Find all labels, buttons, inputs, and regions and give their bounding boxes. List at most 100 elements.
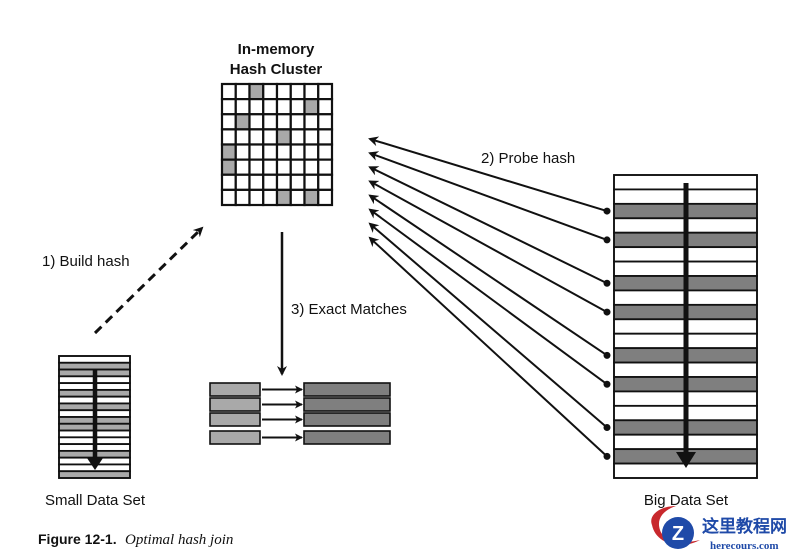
probe-origin-dot: [603, 380, 611, 388]
hash-cell-filled: [303, 98, 320, 116]
hash-cell-filled: [220, 143, 237, 161]
hash-cell: [303, 128, 320, 146]
hash-cell-filled: [275, 188, 292, 207]
probe-arrow: [368, 236, 608, 458]
hash-cell: [275, 98, 292, 116]
small-set-row: [58, 361, 131, 371]
hash-cell-filled: [303, 188, 320, 207]
hash-cell: [275, 113, 292, 131]
hash-cell: [220, 188, 237, 207]
hash-cell: [303, 113, 320, 131]
hash-cell-filled: [234, 113, 251, 131]
probe-origin-dot: [603, 351, 611, 359]
hash-cell: [234, 158, 251, 176]
hash-cell: [289, 128, 306, 146]
probe-origin-dot: [603, 424, 611, 431]
hash-cell: [317, 143, 334, 161]
figure-caption: Figure 12-1. Optimal hash join: [38, 531, 233, 548]
watermark-letter: Z: [672, 523, 684, 545]
match-right-row: [303, 412, 391, 427]
hash-cell: [248, 128, 265, 146]
hash-cell: [262, 113, 279, 131]
hash-cell: [303, 143, 320, 161]
hash-cell: [248, 113, 265, 131]
match-right-row: [303, 382, 391, 397]
hash-cell: [220, 173, 237, 191]
hash-cell: [234, 98, 251, 116]
hash-cell: [289, 158, 306, 176]
small-set-border: [58, 355, 131, 479]
probe-hash-label: 2) Probe hash: [481, 150, 575, 167]
hash-cell: [317, 82, 334, 101]
watermark-chinese-text: 这里教程网: [702, 516, 787, 537]
hash-cell: [220, 128, 237, 146]
probe-arrow: [368, 136, 608, 213]
hash-cell: [317, 188, 334, 207]
build-hash-label: 1) Build hash: [42, 253, 130, 270]
hash-cell: [317, 113, 334, 131]
figure-title: Optimal hash join: [125, 532, 233, 548]
probe-arrow: [368, 194, 608, 357]
hash-cell: [289, 188, 306, 207]
hash-cell: [317, 98, 334, 116]
hash-cell: [289, 143, 306, 161]
hash-cell: [220, 98, 237, 116]
hash-cell: [262, 158, 279, 176]
hash-cell: [234, 188, 251, 207]
small-data-set-label: Small Data Set: [45, 492, 146, 509]
hash-cluster-title-line2: Hash Cluster: [230, 61, 323, 78]
hash-cell: [220, 113, 237, 131]
hash-cell: [234, 128, 251, 146]
hash-cell: [248, 158, 265, 176]
hash-cell: [275, 158, 292, 176]
match-left-row: [209, 412, 261, 427]
watermark-site: herecours.com: [710, 540, 779, 552]
hash-cell: [234, 173, 251, 191]
match-right-row: [303, 430, 391, 445]
hash-cell: [275, 173, 292, 191]
hash-cell: [248, 173, 265, 191]
small-set-arrowhead-icon: [87, 458, 103, 470]
hash-cell: [234, 143, 251, 161]
probe-arrow: [368, 208, 608, 386]
hash-cell: [289, 113, 306, 131]
hash-cell: [248, 188, 265, 207]
hash-cell-filled: [275, 128, 292, 146]
probe-origin-dot: [603, 308, 611, 316]
hash-cell: [262, 143, 279, 161]
watermark-logo: Z 这里教程网 herecours.com: [651, 506, 787, 552]
hash-cell: [289, 173, 306, 191]
hash-cluster-grid: [220, 82, 334, 207]
small-data-set: [58, 355, 131, 479]
hash-cell: [248, 143, 265, 161]
small-set-row: [58, 355, 131, 364]
probe-arrow: [368, 151, 608, 241]
probe-origin-dot: [603, 279, 611, 287]
hash-cell: [262, 173, 279, 191]
hash-cell: [275, 82, 292, 101]
hash-cell: [262, 128, 279, 146]
small-set-row: [58, 470, 131, 479]
hash-cell: [317, 158, 334, 176]
match-right-row: [303, 397, 391, 412]
hash-cell-filled: [248, 82, 265, 101]
hash-cell: [275, 143, 292, 161]
hash-cell: [317, 173, 334, 191]
watermark-circle-icon: [662, 517, 694, 549]
exact-matches-label: 3) Exact Matches: [291, 301, 407, 318]
big-set-arrowhead-icon: [676, 452, 696, 468]
big-set-border: [613, 174, 758, 479]
probe-origin-dot: [603, 207, 611, 215]
probe-arrow: [368, 166, 608, 285]
match-left-row: [209, 397, 261, 412]
match-left-row: [209, 430, 261, 445]
hash-cell: [262, 188, 279, 207]
hash-cell: [317, 128, 334, 146]
probe-origin-dot: [603, 452, 611, 460]
hash-cell: [220, 82, 237, 101]
probe-arrow: [368, 180, 608, 313]
hash-cell: [289, 82, 306, 101]
big-data-set-label: Big Data Set: [644, 492, 729, 509]
watermark-swoosh-icon: [651, 506, 700, 545]
